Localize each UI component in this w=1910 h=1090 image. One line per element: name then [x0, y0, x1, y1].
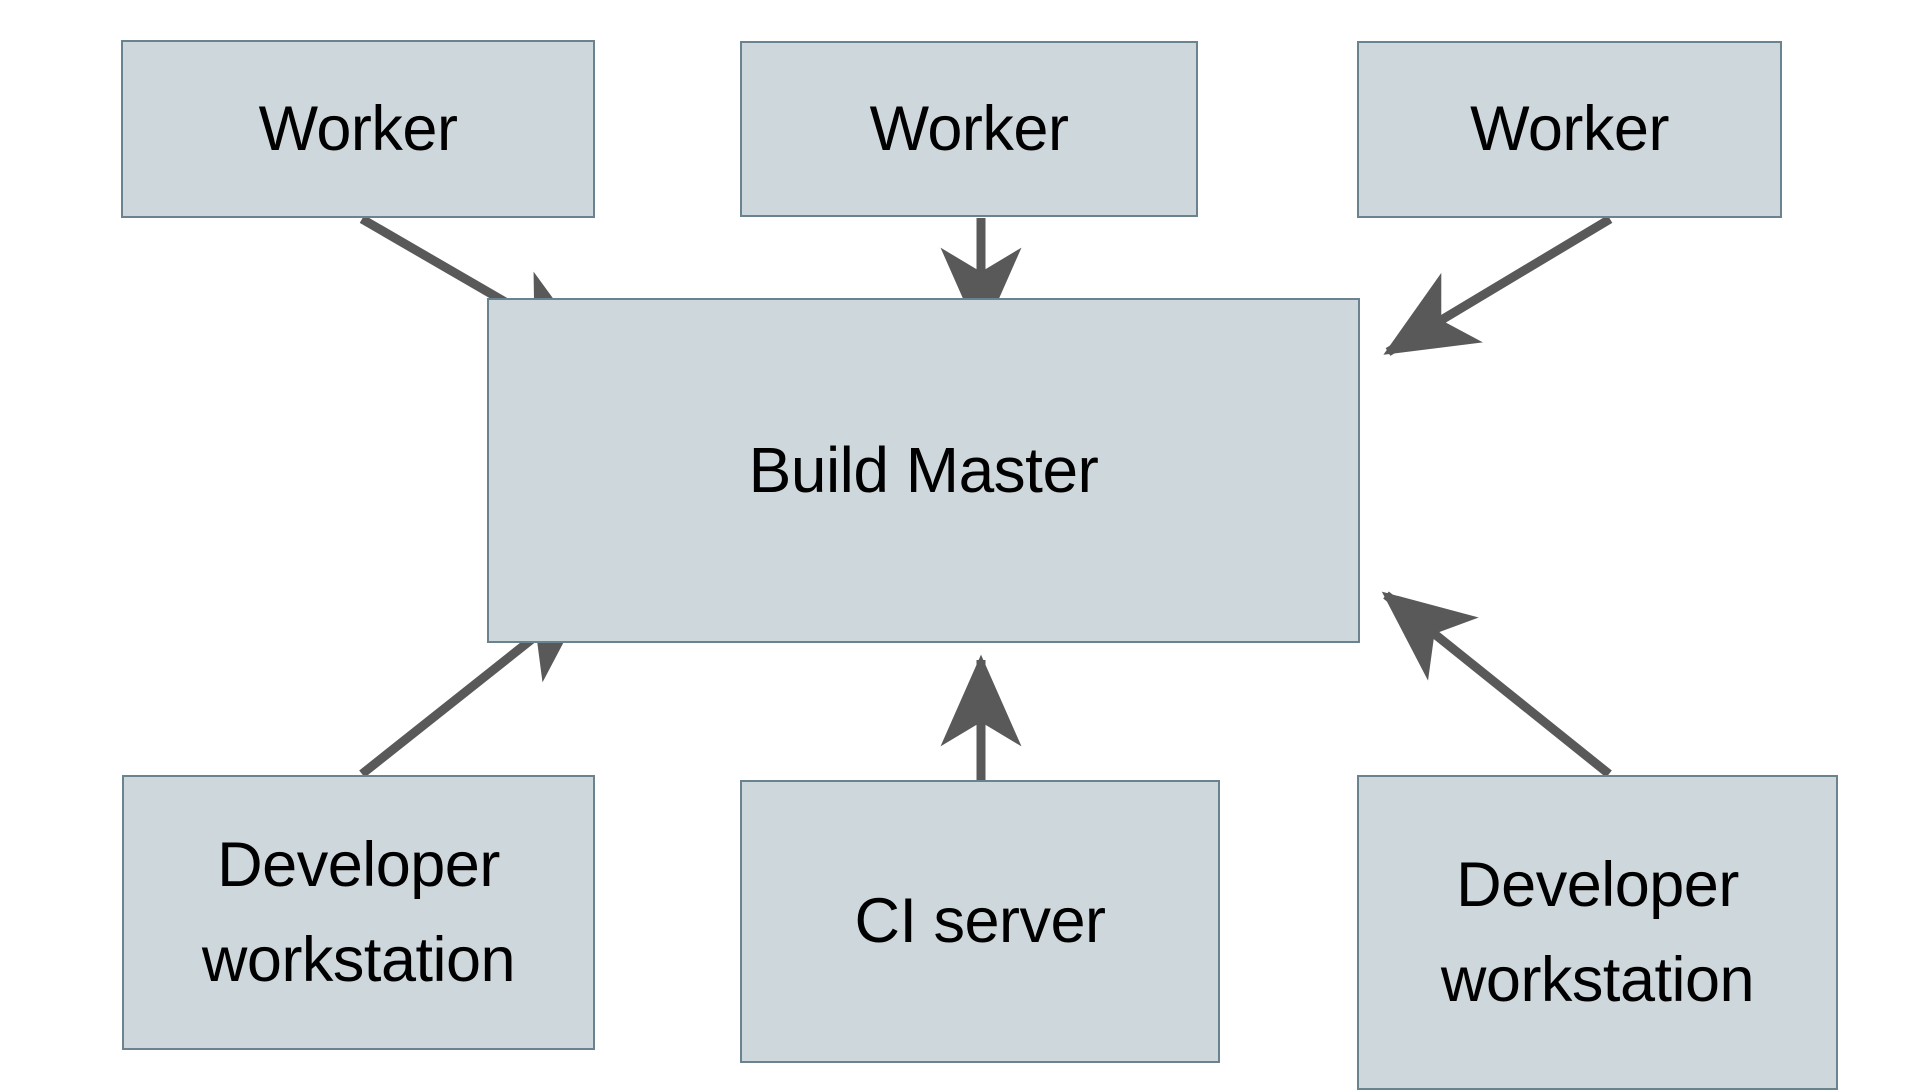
node-worker-3-label: Worker [1470, 94, 1669, 164]
node-dev-workstation-left-label: Developer workstation [201, 829, 516, 995]
node-worker-3[interactable]: Worker [1357, 41, 1782, 218]
node-dev-workstation-right-label: Developer workstation [1440, 849, 1755, 1015]
node-dev-workstation-right[interactable]: Developer workstation [1357, 775, 1838, 1090]
node-build-master-label: Build Master [748, 434, 1099, 506]
node-ci-server[interactable]: CI server [740, 780, 1220, 1063]
node-worker-1-label: Worker [258, 93, 458, 164]
node-ci-server-label: CI server [854, 886, 1106, 956]
node-dev-workstation-left[interactable]: Developer workstation [122, 775, 595, 1050]
node-build-master[interactable]: Build Master [487, 298, 1360, 643]
node-worker-2[interactable]: Worker [740, 41, 1198, 217]
node-worker-1[interactable]: Worker [121, 40, 595, 218]
edge-worker-3-to-build-master [1383, 215, 1613, 356]
edge-dev-workstation-right-to-build-master [1381, 591, 1612, 778]
node-worker-2-label: Worker [869, 93, 1069, 164]
